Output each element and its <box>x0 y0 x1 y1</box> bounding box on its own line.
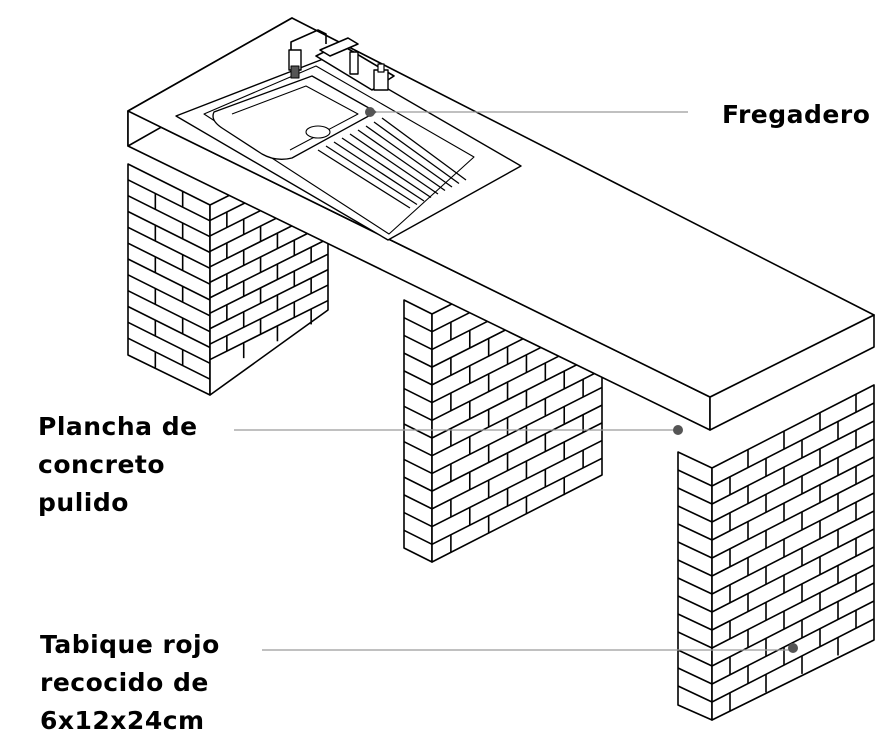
brick-joint <box>711 402 875 487</box>
brick-joint <box>127 258 211 301</box>
brick-joint <box>711 456 875 541</box>
brick-joint <box>431 457 603 545</box>
sink-leader-dot <box>365 107 375 117</box>
brick-joint <box>209 284 329 345</box>
sink <box>175 29 522 241</box>
brick-joint <box>677 541 713 559</box>
brick-joint <box>677 613 713 631</box>
brick-joint <box>677 595 713 613</box>
leader-lines <box>234 111 793 651</box>
brick-joint <box>431 369 603 457</box>
brick-joint <box>357 129 446 192</box>
brick-joint <box>127 226 211 270</box>
brick-joint <box>127 289 211 333</box>
right-brick-pillar <box>677 384 875 721</box>
brick-joint <box>349 133 439 195</box>
brick-joint <box>677 631 713 649</box>
brick-joint <box>711 618 875 703</box>
slab-label-line-2: concreto <box>38 450 166 479</box>
brick-joint <box>677 469 713 487</box>
brick-joint <box>325 145 418 206</box>
brick-joint <box>209 299 329 361</box>
brick-joint <box>403 440 433 457</box>
brick-joint <box>127 210 211 254</box>
sink-label: Fregadero <box>722 96 870 134</box>
brick-joint <box>431 351 603 439</box>
brick-joint <box>333 141 425 202</box>
brick-joint <box>711 600 875 685</box>
brick-joint <box>381 117 467 181</box>
brick-joint <box>431 422 603 510</box>
brick-joint <box>677 523 713 541</box>
brick-joint <box>127 337 211 380</box>
brick-joint <box>431 439 603 528</box>
slab-label-line-1: Plancha de <box>38 412 198 441</box>
brick-joint <box>127 194 211 238</box>
brick-joint <box>209 238 329 299</box>
brick-joint <box>677 559 713 577</box>
brick-leader-dot <box>788 643 798 653</box>
brick-joint <box>373 121 460 185</box>
brick-joint <box>127 321 211 365</box>
brick-joint <box>403 458 433 475</box>
brick-joint <box>127 242 211 285</box>
brick-joint <box>711 582 875 667</box>
brick-joint <box>677 487 713 505</box>
brick-joint <box>209 268 329 330</box>
brick-joint <box>711 492 875 577</box>
brick-joint <box>711 528 875 613</box>
slab-label-line-3: pulido <box>38 488 129 517</box>
brick-joint <box>711 546 875 631</box>
brick-joint <box>341 137 432 199</box>
brick-joint <box>365 125 453 188</box>
brick-joint <box>677 577 713 595</box>
brick-joint <box>403 334 433 351</box>
brick-joint <box>677 667 713 685</box>
slab-label: Plancha de concreto pulido <box>38 408 198 522</box>
brick-joint <box>677 505 713 523</box>
brick-joint <box>317 149 411 209</box>
brick-joint <box>403 494 433 510</box>
brick-joint <box>127 274 211 317</box>
brick-joint <box>711 510 875 595</box>
brick-joint <box>711 564 875 649</box>
brick-joint <box>403 529 433 546</box>
brick-joint <box>711 474 875 559</box>
brick-joint <box>403 387 433 404</box>
brick-joint <box>403 405 433 422</box>
slab-leader-dot <box>673 425 683 435</box>
brick-joint <box>711 420 875 505</box>
brick-joint <box>677 685 713 703</box>
brick-joint <box>127 179 211 222</box>
brick-label-line-3: 6x12x24cm <box>40 706 205 735</box>
brick-joint <box>403 352 433 368</box>
brick-joint <box>677 649 713 667</box>
brick-joint <box>403 370 433 386</box>
brick-joint <box>711 438 875 523</box>
brick-joint <box>431 404 603 492</box>
brick-label-line-2: recocido de <box>40 668 209 697</box>
brick-joint <box>127 305 211 349</box>
brick-joint <box>403 511 433 528</box>
brick-joint <box>403 476 433 492</box>
brick-joint <box>209 253 329 314</box>
brick-label: Tabique rojo recocido de 6x12x24cm <box>40 626 220 740</box>
brick-joint <box>403 423 433 439</box>
brick-label-line-1: Tabique rojo <box>40 630 220 659</box>
sink-label-line-1: Fregadero <box>722 100 871 129</box>
brick-joint <box>403 316 433 333</box>
